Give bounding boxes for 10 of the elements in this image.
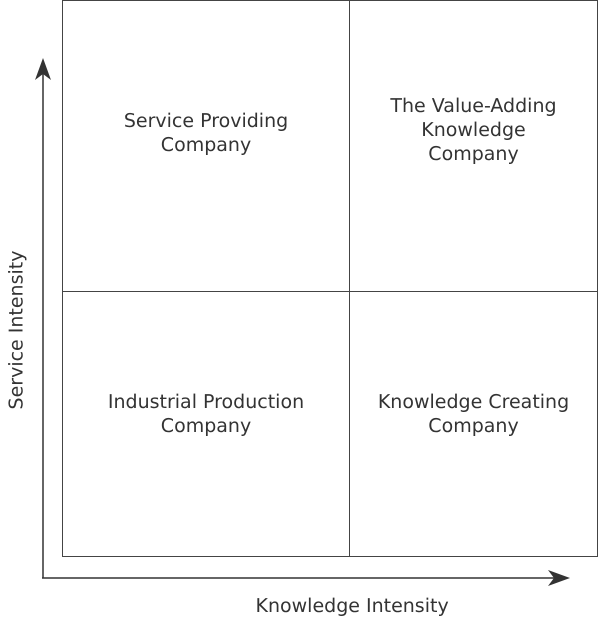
quadrant-cell xyxy=(62,291,350,557)
quadrant-label: Service Providing Company xyxy=(122,109,290,157)
quadrant-label: Industrial Production Company xyxy=(106,390,306,438)
quadrant-label: The Value-Adding Knowledge Company xyxy=(389,94,558,166)
axis-title: Knowledge Intensity xyxy=(256,595,449,617)
quadrant-cell xyxy=(349,0,598,292)
quadrant-cell xyxy=(62,0,350,292)
quadrant-cell xyxy=(349,291,598,557)
quadrant-label: Knowledge Creating Company xyxy=(376,390,570,438)
axis-title: Service Intensity xyxy=(4,250,27,410)
